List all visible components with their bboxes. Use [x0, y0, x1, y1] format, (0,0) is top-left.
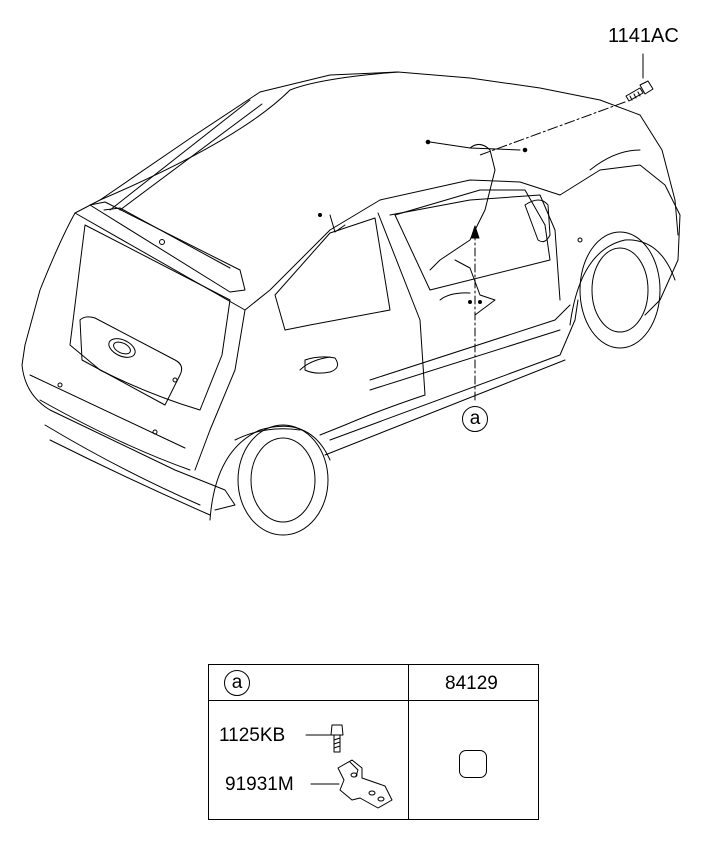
table-cell-parts: [209, 701, 409, 819]
bolt-1125kb-icon: [330, 724, 344, 753]
label-1141ac: 1141AC: [608, 25, 679, 47]
dashdot-leader-bolt: [479, 101, 626, 156]
label-91931m: 91931M: [225, 774, 294, 795]
bolt-1141ac-icon: [625, 80, 654, 102]
ref-a-table: a: [224, 670, 250, 696]
rounded-square-icon: [459, 750, 487, 778]
table-cell-ref: a: [209, 665, 409, 701]
bracket-91931m-icon: [337, 759, 393, 809]
ref-a-car: a: [462, 406, 488, 432]
table-cell-code: 84129: [409, 665, 538, 701]
label-84129: 84129: [445, 673, 498, 694]
label-1125kb: 1125KB: [219, 725, 286, 746]
table-cell-symbol: [409, 701, 538, 819]
arrowhead: [470, 225, 480, 239]
car-outline: [21, 71, 681, 536]
parts-table: a 84129: [208, 664, 539, 820]
